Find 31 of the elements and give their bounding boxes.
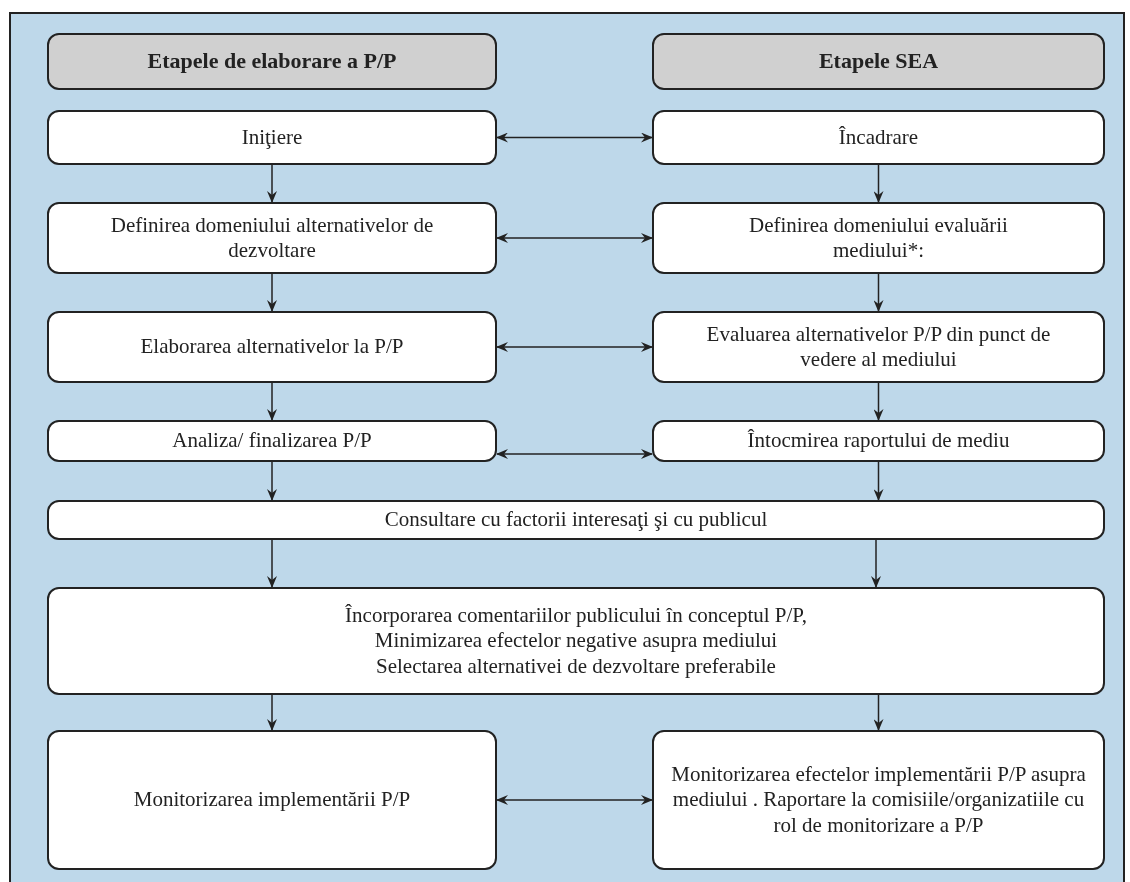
arrow bbox=[267, 694, 277, 731]
arrow bbox=[496, 233, 653, 243]
process-box: Monitorizarea efectelor implementării P/P asupra mediului . Raportare la comisiile/organizatiile cu rol de monitorizare a P/P bbox=[652, 730, 1105, 870]
process-box: Consultare cu factorii interesaţi şi cu publicul bbox=[47, 500, 1105, 540]
process-box: Monitorizarea implementării P/P bbox=[47, 730, 497, 870]
arrow bbox=[873, 382, 884, 421]
process-box: Definirea domeniului alternativelor de dezvoltare bbox=[47, 202, 497, 274]
arrow bbox=[267, 273, 277, 312]
arrow bbox=[267, 539, 277, 588]
column-header: Etapele de elaborare a P/P bbox=[47, 33, 497, 90]
column-header: Etapele SEA bbox=[652, 33, 1105, 90]
process-box: Întocmirea raportului de mediu bbox=[652, 420, 1105, 462]
arrow bbox=[873, 461, 884, 501]
arrow bbox=[873, 694, 884, 731]
arrow bbox=[267, 461, 277, 501]
process-box: Definirea domeniului evaluării mediului*: bbox=[652, 202, 1105, 274]
arrow bbox=[496, 449, 653, 459]
arrow bbox=[267, 164, 277, 203]
process-box: Analiza/ finalizarea P/P bbox=[47, 420, 497, 462]
process-box: Încorporarea comentariilor publicului în conceptul P/P, Minimizarea efectelor negative asupra mediului Selectarea alternativei de dezvoltare preferabile bbox=[47, 587, 1105, 695]
arrow bbox=[873, 164, 884, 203]
arrow bbox=[496, 132, 653, 143]
process-box: Evaluarea alternativelor P/P din punct de vedere al mediului bbox=[652, 311, 1105, 383]
process-box: Elaborarea alternativelor la P/P bbox=[47, 311, 497, 383]
arrow bbox=[267, 382, 277, 421]
arrow bbox=[873, 273, 884, 312]
arrow bbox=[496, 795, 653, 805]
arrow bbox=[871, 539, 881, 588]
process-box: Iniţiere bbox=[47, 110, 497, 165]
arrow bbox=[496, 342, 653, 352]
process-box: Încadrare bbox=[652, 110, 1105, 165]
